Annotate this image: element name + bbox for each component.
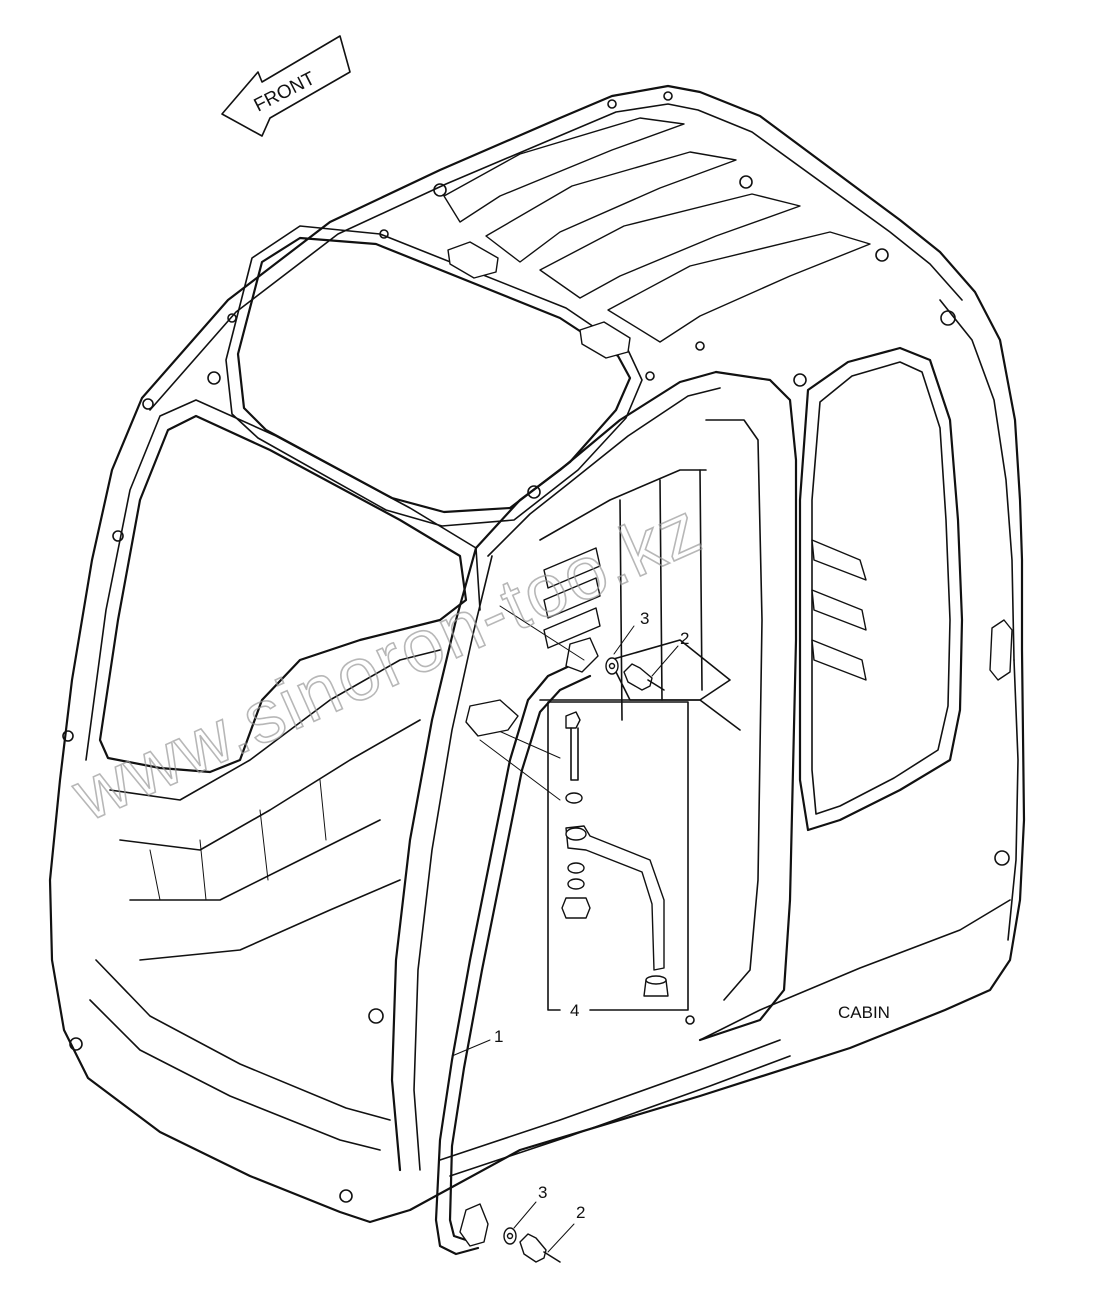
kit-washer-1: [565, 792, 583, 804]
kit-bolt-head: [565, 711, 581, 729]
lower-bolt: [519, 1233, 547, 1263]
front-windshield-opening: [98, 414, 468, 774]
front-arrow: FRONT: [221, 35, 351, 137]
roof-rib-1: [443, 117, 685, 223]
rivets: [62, 91, 1010, 1203]
handrail: [434, 637, 599, 1256]
upper-fasteners: [605, 657, 665, 691]
diagram-caption: CABIN: [838, 1003, 890, 1022]
callout-bolt-lower: 2: [576, 1203, 585, 1222]
callout-leaders: [451, 625, 679, 1253]
callout-washer-upper: 3: [640, 609, 649, 628]
roof-lift-lug-right: [579, 321, 631, 359]
upper-bolt: [623, 663, 653, 691]
roof-rib-3: [539, 193, 801, 299]
kit-washer-3: [567, 878, 585, 890]
callout-washer-lower: 3: [538, 1183, 547, 1202]
kit-washer-2: [567, 862, 585, 874]
callout-bolt-upper: 2: [680, 629, 689, 648]
kit-pin-arm: [565, 825, 665, 971]
kit-nut: [561, 897, 591, 919]
lower-fasteners: [503, 1227, 561, 1263]
kit-group: [465, 605, 689, 1011]
callout-kit: 4: [570, 1001, 579, 1020]
handrail-upper-bracket: [565, 637, 599, 673]
roof-rib-4: [607, 231, 871, 343]
roof-lift-lug-left: [447, 241, 499, 279]
handrail-lower-bracket: [459, 1203, 489, 1247]
kit-bracket-line: [547, 701, 689, 1011]
door-handle: [989, 619, 1013, 681]
roof-rib-2: [485, 151, 737, 263]
side-window: [798, 346, 964, 832]
cabin-body: [48, 84, 1026, 1224]
callout-handrail: 1: [494, 1027, 503, 1046]
